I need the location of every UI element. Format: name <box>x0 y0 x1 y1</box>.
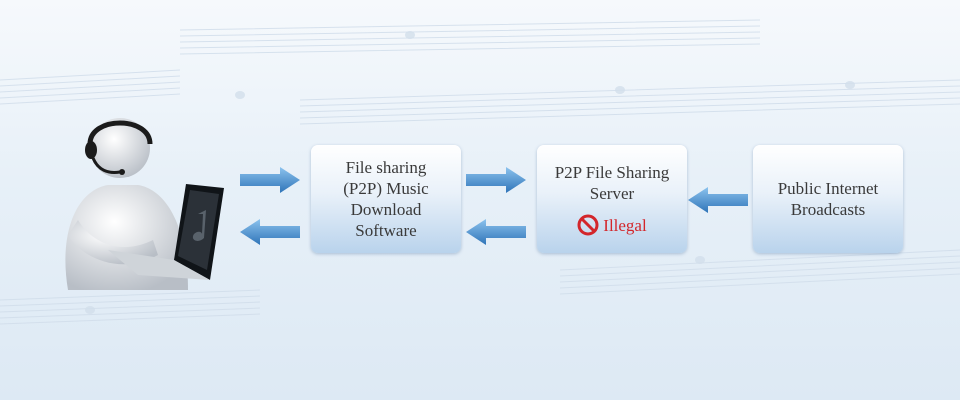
prohibited-icon <box>577 214 599 236</box>
arrow-right-icon <box>466 167 526 193</box>
arrow-left-icon <box>240 219 300 245</box>
headset-user-icon <box>65 118 224 290</box>
laptop-icon <box>108 184 224 280</box>
p2p-software-box: File sharing (P2P) Music Download Softwa… <box>311 145 461 253</box>
p2p-server-box: P2P File Sharing Server Illegal <box>537 145 687 253</box>
arrow-left-icon <box>688 187 748 213</box>
p2p-server-label: P2P File Sharing Server <box>554 163 670 203</box>
internet-broadcasts-label: Public Internet Broadcasts <box>777 179 879 219</box>
arrow-right-icon <box>240 167 300 193</box>
illegal-badge: Illegal <box>577 214 647 236</box>
internet-broadcasts-box: Public Internet Broadcasts <box>753 145 903 253</box>
arrow-left-icon <box>466 219 526 245</box>
illegal-label: Illegal <box>603 215 647 235</box>
p2p-software-label: File sharing (P2P) Music Download Softwa… <box>343 158 429 240</box>
